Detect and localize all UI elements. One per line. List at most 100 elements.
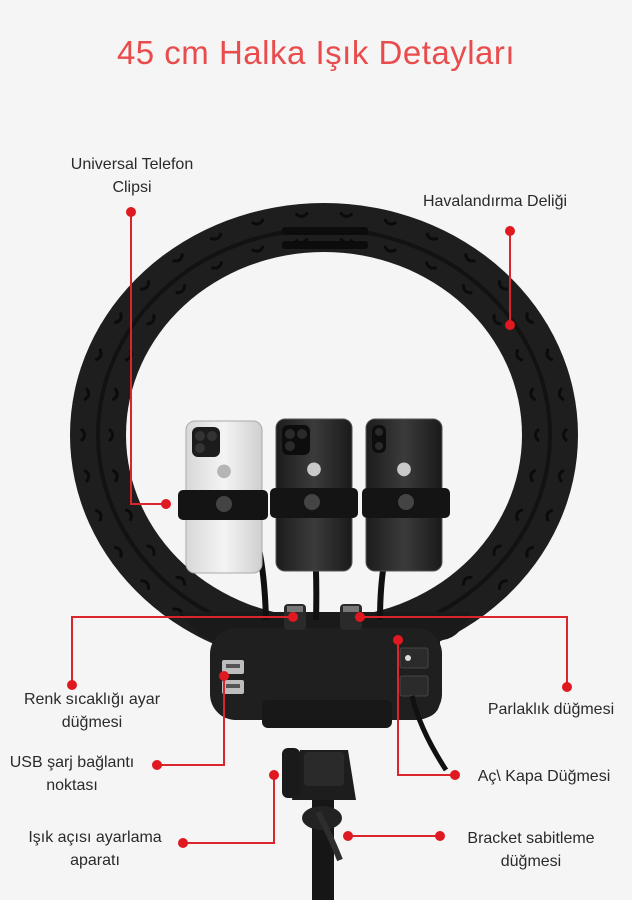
- leader-usb-dot: [152, 760, 162, 770]
- callout-phone-clip-line2: Clipsi: [112, 179, 152, 196]
- vent-hole: [175, 284, 187, 295]
- vent-hole: [529, 468, 537, 483]
- vent-hole: [534, 427, 541, 443]
- vent-hole: [83, 387, 91, 402]
- callout-bracket-line2: düğmesi: [500, 853, 562, 870]
- vent-hole: [140, 579, 151, 590]
- vent-hole: [107, 427, 114, 443]
- vent-hole: [497, 579, 508, 590]
- vent-hole: [557, 387, 565, 402]
- vent-hole: [525, 545, 535, 558]
- apple-logo-icon: ●: [306, 458, 322, 479]
- leader-bracket-dot: [343, 831, 353, 841]
- vent-hole: [562, 427, 569, 443]
- vent-hole: [210, 261, 224, 270]
- vent-hole: [425, 232, 439, 241]
- leader-angle: [183, 775, 275, 844]
- leader-phone-clip-dot: [161, 499, 171, 509]
- phone-clips: [178, 488, 450, 520]
- vent-hole: [557, 468, 565, 483]
- vent-hole: [94, 348, 103, 362]
- callout-phone-clip-line1: Universal Telefon: [70, 156, 194, 173]
- vent-hole: [172, 253, 184, 263]
- camera-lens-icon: [282, 425, 310, 455]
- callout-color-temp-line2: düğmesi: [61, 714, 123, 731]
- leader-power-dot: [450, 770, 460, 780]
- power-switch-icon: [399, 647, 429, 669]
- vent-hole: [294, 211, 309, 218]
- leader-vent-dot: [505, 320, 515, 330]
- callout-phone-clip: Universal Telefon Clipsi: [62, 153, 202, 199]
- vent-hole: [515, 348, 524, 362]
- vent-hole: [383, 218, 398, 226]
- vent-hole: [113, 312, 123, 325]
- vent-hole: [339, 237, 354, 245]
- callout-usb-line1: USB şarj bağlantı: [9, 754, 135, 771]
- leader-usb-dot: [219, 671, 229, 681]
- callout-bracket: Bracket sabitleme düğmesi: [456, 827, 606, 873]
- vent-hole: [250, 218, 265, 226]
- callout-usb-line2: noktası: [46, 777, 98, 794]
- vent-hole: [464, 253, 476, 263]
- vent-hole: [113, 545, 123, 558]
- callout-angle-line1: Işık açısı ayarlama: [28, 829, 162, 846]
- callout-color-temp-line1: Renk sıcaklığı ayar: [23, 691, 161, 708]
- vent-hole: [146, 544, 156, 556]
- vent-hole: [172, 607, 184, 617]
- leader-power-dot: [393, 635, 403, 645]
- vent-hole: [545, 508, 554, 522]
- leader-phone-clip: [130, 212, 166, 505]
- vent-hole: [146, 314, 156, 326]
- callout-angle: Işık açısı ayarlama aparatı: [20, 826, 170, 872]
- camera-lens-icon: [192, 427, 220, 457]
- leader-bracket-dot: [435, 831, 445, 841]
- vent-hole: [424, 261, 438, 270]
- vent-hole: [94, 508, 103, 522]
- leader-vent-dot: [505, 226, 515, 236]
- vent-hole: [124, 508, 133, 522]
- vent-hole: [492, 314, 502, 326]
- leader-usb: [157, 676, 225, 766]
- leader-brightness: [360, 616, 568, 687]
- callout-brightness: Parlaklık düğmesi: [478, 698, 624, 721]
- vent-hole: [492, 544, 502, 556]
- apple-logo-icon: ●: [216, 460, 232, 481]
- callout-power-line1: Aç\ Kapa Düğmesi: [477, 768, 611, 785]
- leader-brightness-dot: [355, 612, 365, 622]
- leader-color-temp: [71, 616, 293, 685]
- page-title: 45 cm Halka Işık Detayları: [116, 34, 516, 71]
- vent-hole: [111, 468, 119, 483]
- vent-hole: [83, 468, 91, 483]
- vent-hole: [461, 284, 473, 295]
- vent-hole: [497, 280, 508, 291]
- vent-hole: [529, 387, 537, 402]
- callout-bracket-line1: Bracket sabitleme: [467, 830, 595, 847]
- leader-angle-dot: [269, 770, 279, 780]
- vent-hole: [525, 312, 535, 325]
- vent-hole: [140, 280, 151, 291]
- vent-hole: [545, 348, 554, 362]
- vent-hole: [111, 387, 119, 402]
- vent-hole: [209, 232, 223, 241]
- leader-angle-dot: [178, 838, 188, 848]
- leader-phone-clip-dot: [126, 207, 136, 217]
- vent-hole: [383, 245, 397, 253]
- leader-color-temp-dot: [288, 612, 298, 622]
- vent-hole: [515, 508, 524, 522]
- callout-vent-line1: Havalandırma Deliği: [422, 193, 568, 210]
- callout-color-temp: Renk sıcaklığı ayar düğmesi: [12, 688, 172, 734]
- callout-angle-line2: aparatı: [70, 852, 120, 869]
- callout-power: Aç\ Kapa Düğmesi: [468, 765, 620, 788]
- angle-knob: [282, 748, 300, 798]
- vent-hole: [339, 211, 354, 218]
- leader-brightness-dot: [562, 682, 572, 692]
- apple-logo-icon: ●: [396, 458, 412, 479]
- leader-color-temp-dot: [67, 680, 77, 690]
- callout-usb: USB şarj bağlantı noktası: [2, 751, 142, 797]
- vent-hole: [175, 575, 187, 586]
- callout-brightness-line1: Parlaklık düğmesi: [487, 701, 615, 718]
- vent-hole: [461, 575, 473, 586]
- vent-hole: [294, 237, 309, 245]
